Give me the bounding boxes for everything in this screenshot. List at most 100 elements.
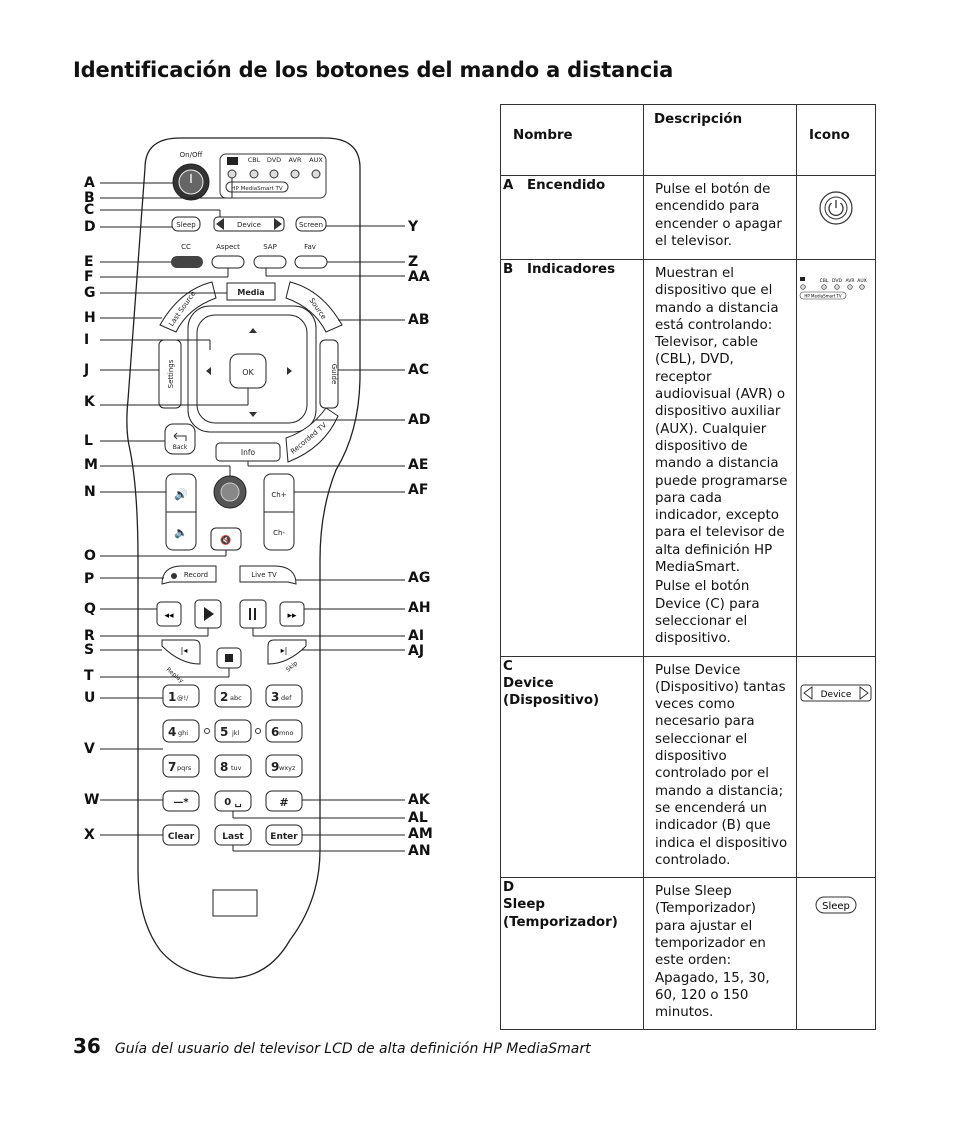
source-button — [285, 281, 343, 333]
callout-k: K — [84, 394, 95, 410]
svg-text:CC: CC — [181, 243, 191, 251]
svg-text:#: # — [279, 796, 288, 809]
callout-i: I — [84, 332, 90, 348]
row-description: Pulse Device (Dispositivo) tantas veces … — [655, 662, 788, 868]
svg-text:🔊: 🔊 — [174, 487, 188, 501]
callout-t: T — [84, 668, 94, 684]
svg-text:OK: OK — [242, 368, 254, 377]
callout-d: D — [84, 219, 96, 235]
callout-al: AL — [408, 810, 428, 826]
sap-button — [253, 255, 287, 269]
media-button — [226, 282, 276, 301]
cc-button — [171, 256, 203, 268]
svg-text:Ch-: Ch- — [273, 529, 285, 537]
screen-button — [295, 216, 327, 232]
svg-text:2: 2 — [220, 690, 228, 704]
svg-text:Enter: Enter — [270, 832, 298, 842]
hash-button — [265, 790, 303, 812]
callout-ak: AK — [408, 792, 430, 808]
indicator-panel — [219, 153, 327, 199]
callout-f: F — [84, 269, 94, 285]
svg-text:0 ␣: 0 ␣ — [224, 797, 242, 808]
row-letter: B — [503, 262, 514, 277]
callout-p: P — [84, 571, 95, 587]
svg-text:Info: Info — [241, 448, 256, 457]
row-name: Encendido — [527, 178, 606, 193]
row-name: Device (Dispositivo) — [503, 675, 600, 709]
rewind-button — [156, 601, 182, 627]
indicator-dvd-label: DVD — [267, 156, 281, 164]
row-icon-cell: Sleep — [796, 877, 876, 1031]
svg-text:abc: abc — [230, 694, 242, 702]
row-description: Pulse el botón de encendido para encende… — [655, 182, 782, 249]
guide-button — [319, 339, 339, 409]
svg-text:|◂: |◂ — [181, 646, 188, 655]
header-name: Nombre — [500, 104, 644, 176]
svg-text:5: 5 — [220, 725, 228, 739]
callout-r: R — [84, 628, 95, 644]
callout-s: S — [84, 642, 95, 658]
header-description: Descripción — [643, 104, 797, 176]
callout-q: Q — [84, 601, 96, 617]
callout-ad: AD — [408, 412, 431, 428]
svg-text:Device: Device — [821, 690, 852, 700]
svg-text:wxyz: wxyz — [279, 764, 296, 772]
callout-x: X — [84, 827, 95, 843]
svg-text:Media: Media — [237, 288, 264, 297]
callout-c: C — [84, 202, 95, 218]
indicator-avr-label: AVR — [289, 156, 302, 164]
aspect-button — [211, 255, 245, 269]
indicators-icon: CBL DVD AVR AUX HP MediaSmart TV — [799, 277, 867, 300]
svg-text:mno: mno — [279, 729, 293, 737]
callout-m: M — [84, 457, 98, 473]
row-letter: A — [503, 178, 514, 193]
pause-button — [239, 599, 267, 629]
callout-j: J — [84, 362, 90, 378]
fav-button — [294, 255, 328, 269]
callout-o: O — [84, 548, 96, 564]
svg-text:7: 7 — [168, 760, 176, 774]
callout-ae: AE — [408, 457, 429, 473]
row-name: Indicadores — [527, 262, 616, 277]
svg-text:Sleep: Sleep — [176, 221, 196, 229]
row-name: Sleep (Temporizador) — [503, 897, 618, 930]
callout-l: L — [84, 433, 93, 449]
svg-text:9: 9 — [271, 760, 279, 774]
row-icon-cell: CBL DVD AVR AUX HP MediaSmart TV — [796, 259, 876, 657]
callout-ah: AH — [408, 600, 431, 616]
page-number: 36 — [73, 1034, 101, 1058]
back-button — [164, 423, 196, 455]
svg-text:ghi: ghi — [178, 729, 188, 737]
fast-forward-button — [279, 601, 305, 627]
callout-an: AN — [408, 843, 431, 859]
row-description: Muestran el dispositivo que el mando a d… — [655, 266, 788, 576]
page-title: Identificación de los botones del mando … — [73, 58, 674, 82]
row-description-2: Pulse el botón Device (C) para seleccion… — [655, 579, 760, 647]
callout-n: N — [84, 484, 96, 500]
indicator-cbl-label: CBL — [248, 156, 261, 164]
svg-text:8: 8 — [220, 760, 228, 774]
remote-body — [126, 137, 361, 979]
ir-window — [212, 889, 258, 917]
device-button — [213, 216, 285, 232]
svg-text:Sleep: Sleep — [822, 901, 850, 912]
replay-button — [161, 639, 201, 665]
svg-text:Fav: Fav — [304, 243, 316, 251]
callout-g: G — [84, 285, 96, 301]
svg-text:SAP: SAP — [263, 243, 277, 251]
callout-a: A — [84, 175, 95, 191]
svg-text:Settings: Settings — [167, 359, 175, 388]
svg-text:Record: Record — [184, 571, 208, 579]
callout-e: E — [84, 254, 94, 270]
svg-text:Skip: Skip — [285, 660, 299, 674]
svg-text:jkl: jkl — [231, 729, 240, 737]
svg-text:4: 4 — [168, 725, 176, 739]
callout-aa: AA — [408, 269, 430, 285]
remote-figure: On/Off CBL DVD AVR AUX HP MediaSmart TV … — [70, 130, 450, 990]
svg-text:3: 3 — [271, 690, 279, 704]
header-icon: Icono — [796, 104, 876, 176]
callout-b: B — [84, 190, 95, 206]
table-row: A Encendido Pulse el botón de encendido p… — [500, 175, 876, 260]
callout-u: U — [84, 690, 96, 706]
